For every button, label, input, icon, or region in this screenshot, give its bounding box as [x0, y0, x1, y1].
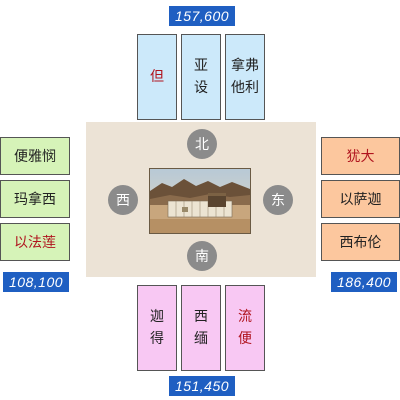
south-tribe-2-label: 西缅	[194, 306, 208, 350]
north-tribe-1: 但	[137, 34, 177, 120]
west-tribe-1: 便雅悯	[0, 137, 70, 175]
direction-south: 南	[187, 241, 217, 271]
tribe-label-line: 得	[150, 331, 164, 347]
south-tribe-3-label: 流便	[238, 306, 252, 350]
east-count: 186,400	[331, 272, 397, 292]
east-tribe-1: 犹大	[321, 137, 400, 175]
west-count: 108,100	[3, 272, 69, 292]
north-tribe-2-label: 亚设	[194, 55, 208, 99]
tribe-label-line: 便	[238, 331, 252, 347]
north-count: 157,600	[169, 6, 235, 26]
tribe-label-line: 亚	[194, 58, 208, 74]
tribe-label-line: 拿弗	[231, 58, 259, 74]
tribe-label-line: 他利	[231, 80, 259, 96]
tribe-label-line: 缅	[194, 331, 208, 347]
south-count: 151,450	[169, 376, 235, 396]
tribe-label-line: 西	[194, 309, 208, 325]
south-tribe-3: 流便	[225, 285, 265, 371]
south-tribe-1-label: 迦得	[150, 306, 164, 350]
north-tribe-3: 拿弗他利	[225, 34, 265, 120]
tabernacle-photo	[149, 168, 251, 234]
direction-west: 西	[108, 185, 138, 215]
direction-east: 东	[263, 185, 293, 215]
west-tribe-3: 以法莲	[0, 223, 70, 261]
north-tribe-3-label: 拿弗他利	[231, 55, 259, 99]
tribe-label-line: 迦	[150, 309, 164, 325]
tribe-label-line: 设	[194, 80, 208, 96]
tribe-label-line: 流	[238, 309, 252, 325]
south-tribe-1: 迦得	[137, 285, 177, 371]
south-tribe-2: 西缅	[181, 285, 221, 371]
east-tribe-2: 以萨迦	[321, 180, 400, 218]
west-tribe-2: 玛拿西	[0, 180, 70, 218]
direction-north: 北	[187, 129, 217, 159]
north-tribe-2: 亚设	[181, 34, 221, 120]
east-tribe-3: 西布伦	[321, 223, 400, 261]
